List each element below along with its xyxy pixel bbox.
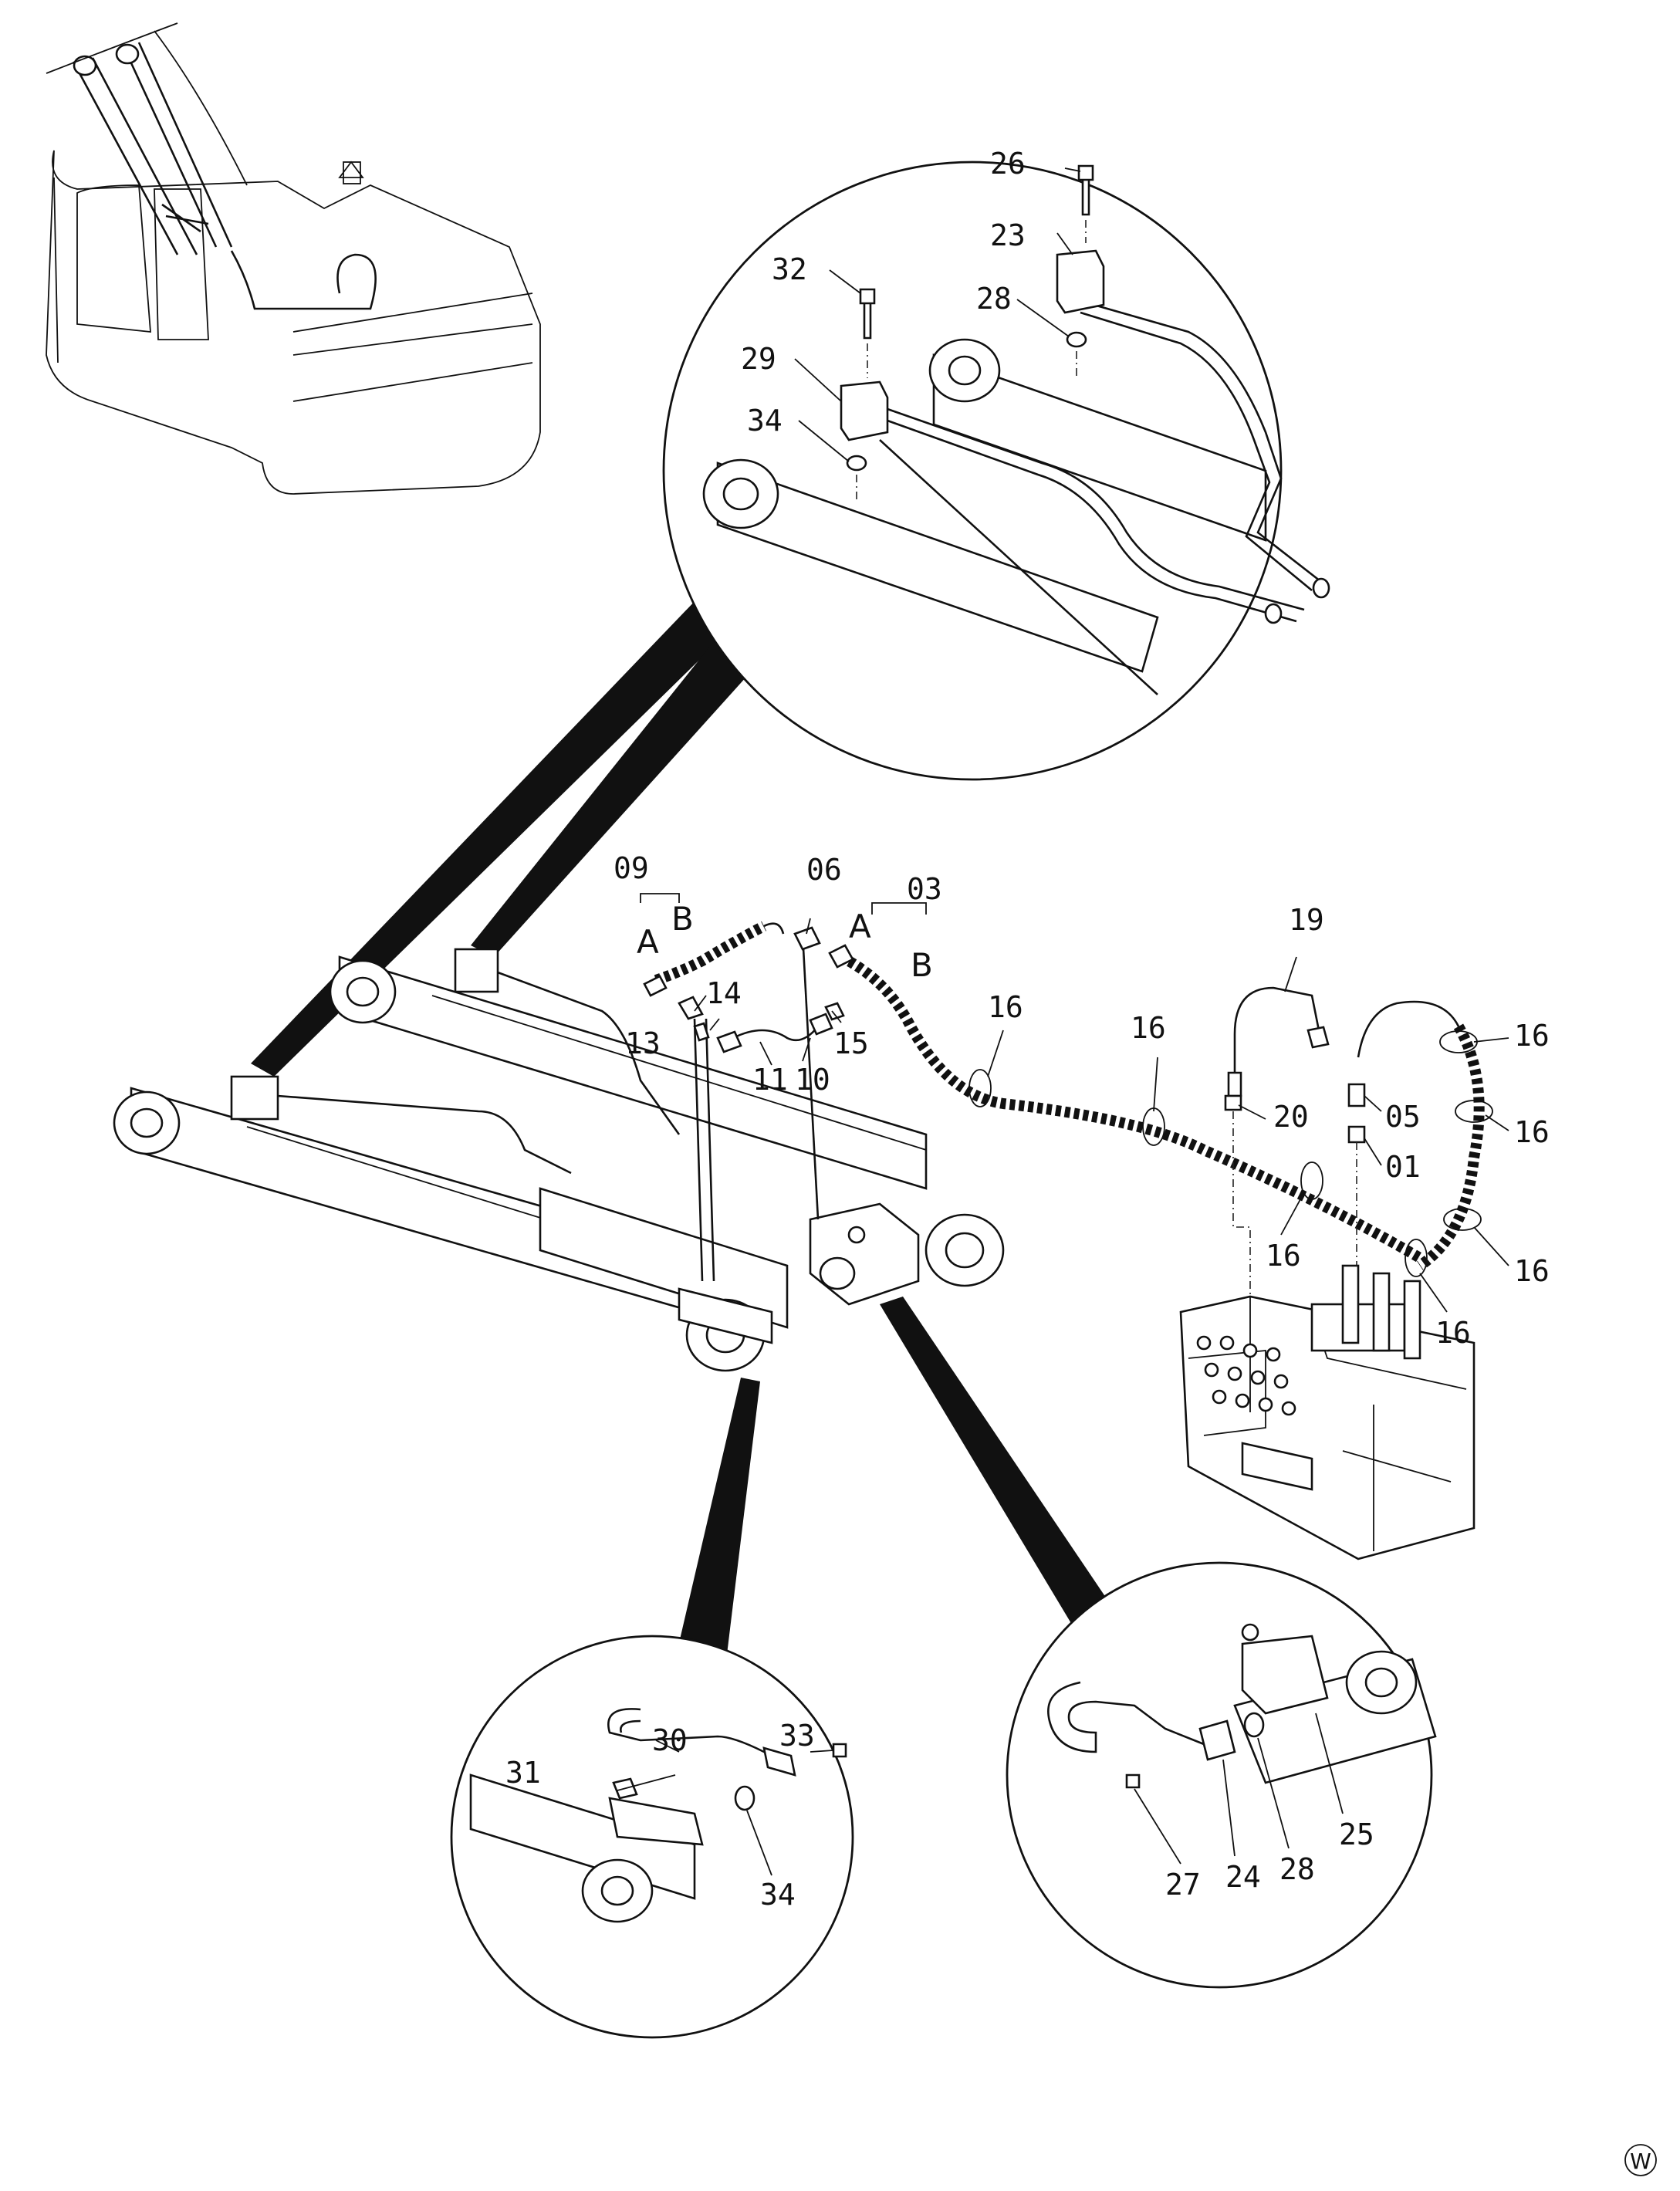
- label-19: 19: [1289, 903, 1324, 937]
- boom-cylinder-left: [113, 1075, 789, 1372]
- label-01: 01: [1385, 1150, 1421, 1184]
- block-25: [1241, 1635, 1329, 1715]
- main-control-valve: [1179, 1264, 1475, 1560]
- main-assembly: [113, 921, 1493, 1560]
- detail-circle-top: [662, 161, 1330, 781]
- hose-03: [828, 944, 1423, 1263]
- fitting-01: [1347, 1125, 1366, 1144]
- label-15: 15: [833, 1026, 869, 1060]
- callout-wedge-bottom-right: [880, 1297, 1127, 1652]
- bolt-26: [1077, 164, 1094, 216]
- label-28-top: 28: [976, 282, 1012, 316]
- callout-wedge-top-left: [251, 577, 760, 1077]
- label-34-top: 34: [747, 404, 783, 438]
- o-ring-28: [1066, 331, 1087, 348]
- hose-09-end-a: A: [637, 923, 659, 961]
- label-13: 13: [625, 1026, 661, 1060]
- block-29: [840, 380, 889, 441]
- pipe-11: [732, 1026, 820, 1042]
- label-30: 30: [652, 1723, 688, 1757]
- bolt-32: [859, 288, 876, 340]
- fitting-13: [678, 996, 704, 1020]
- fitting-15: [824, 1002, 845, 1021]
- valve-bolt-grid: [1196, 1335, 1296, 1416]
- callout-wedge-top-right: [471, 617, 776, 957]
- label-05: 05: [1385, 1100, 1421, 1134]
- o-ring-28-br: [1243, 1712, 1265, 1738]
- hose-09-end-b: B: [671, 900, 694, 938]
- label-16-f: 16: [1514, 1254, 1550, 1288]
- label-16-d: 16: [1514, 1115, 1550, 1149]
- label-16-e: 16: [1266, 1239, 1301, 1273]
- bolt-33: [832, 1743, 847, 1758]
- flange-24: [1198, 1719, 1236, 1761]
- detail-circle-bottom-right: [1006, 1561, 1437, 1989]
- hose-clamps-16: [968, 1030, 1493, 1277]
- corner-mark-letter: W: [1630, 2149, 1651, 2174]
- leader-lines: [617, 167, 1509, 1876]
- pipe-30: [607, 1708, 788, 1761]
- label-06: 06: [806, 853, 842, 887]
- block-23: [1056, 249, 1105, 314]
- label-33: 33: [779, 1719, 815, 1753]
- control-valve-block: [678, 1202, 920, 1344]
- label-09: 09: [614, 851, 649, 885]
- label-16-b: 16: [1131, 1011, 1166, 1045]
- hose-03-end-b: B: [911, 946, 933, 984]
- boom-cylinder-right: [329, 948, 1005, 1287]
- fitting-20: [1224, 1094, 1242, 1111]
- o-ring-34: [846, 455, 867, 472]
- hose-03-end-a: A: [849, 908, 871, 945]
- label-31: 31: [505, 1756, 541, 1790]
- label-25: 25: [1339, 1817, 1374, 1851]
- excavator-overview: [46, 22, 541, 495]
- hose-09: [643, 921, 785, 997]
- label-23: 23: [990, 218, 1026, 252]
- part-labels: 26 23 32 28 29 34 09 B A 06 03 A B 14 13…: [505, 147, 1550, 1912]
- callout-wedge-bottom-left: [675, 1378, 760, 1667]
- label-34-bl: 34: [760, 1878, 796, 1912]
- detail-circle-bottom-left: [450, 1635, 854, 2039]
- label-03: 03: [907, 872, 942, 906]
- label-32: 32: [772, 252, 807, 286]
- label-28-br: 28: [1279, 1852, 1315, 1886]
- hose-19: [1227, 986, 1485, 1270]
- label-16-g: 16: [1435, 1316, 1471, 1350]
- label-27: 27: [1165, 1868, 1201, 1902]
- bolt-27: [1125, 1773, 1141, 1789]
- label-24: 24: [1225, 1860, 1261, 1894]
- fitting-06: [793, 926, 821, 951]
- label-11: 11: [752, 1063, 788, 1097]
- label-14: 14: [706, 976, 742, 1010]
- label-20: 20: [1273, 1100, 1309, 1134]
- label-16-a: 16: [988, 990, 1023, 1024]
- label-26: 26: [990, 147, 1026, 181]
- corner-mark: W: [1624, 2144, 1657, 2176]
- label-16-c: 16: [1514, 1019, 1550, 1053]
- label-10: 10: [795, 1063, 830, 1097]
- fitting-05: [1347, 1083, 1366, 1107]
- o-ring-34-bl: [734, 1785, 755, 1811]
- label-29: 29: [741, 342, 776, 376]
